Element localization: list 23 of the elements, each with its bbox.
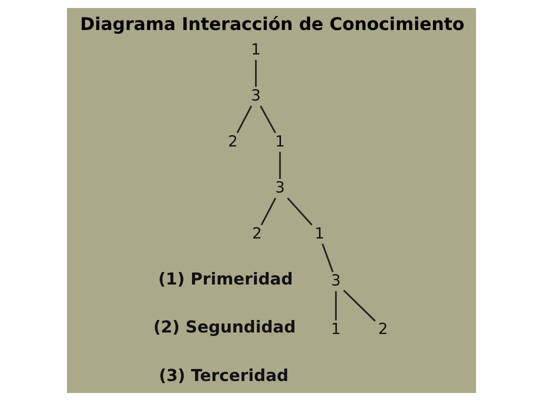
- connector: [321, 244, 334, 272]
- node-text: 1: [274, 132, 284, 150]
- node-text: 3: [250, 86, 260, 104]
- node-text: 2: [252, 224, 262, 243]
- node-text: 3: [330, 272, 340, 290]
- connector: [236, 106, 252, 134]
- label: (3) Terceridad: [158, 366, 288, 385]
- diagram-title: Diagrama Interacción de Conocimiento: [80, 14, 464, 35]
- node-text: 1: [250, 40, 260, 58]
- connector: [334, 291, 336, 320]
- connector: [342, 290, 376, 322]
- connector: [254, 60, 256, 87]
- label: (1) Primeridad: [158, 269, 292, 288]
- node-text: 1: [330, 320, 340, 338]
- connector: [259, 105, 276, 134]
- node-text: 2: [227, 132, 238, 150]
- node-text: 1: [314, 224, 324, 243]
- label: (2) Segundidad: [152, 318, 296, 337]
- node-text: 3: [274, 178, 284, 196]
- connector: [278, 152, 280, 179]
- connector: [286, 197, 312, 226]
- node-text: 2: [378, 320, 388, 338]
- connector: [260, 198, 276, 226]
